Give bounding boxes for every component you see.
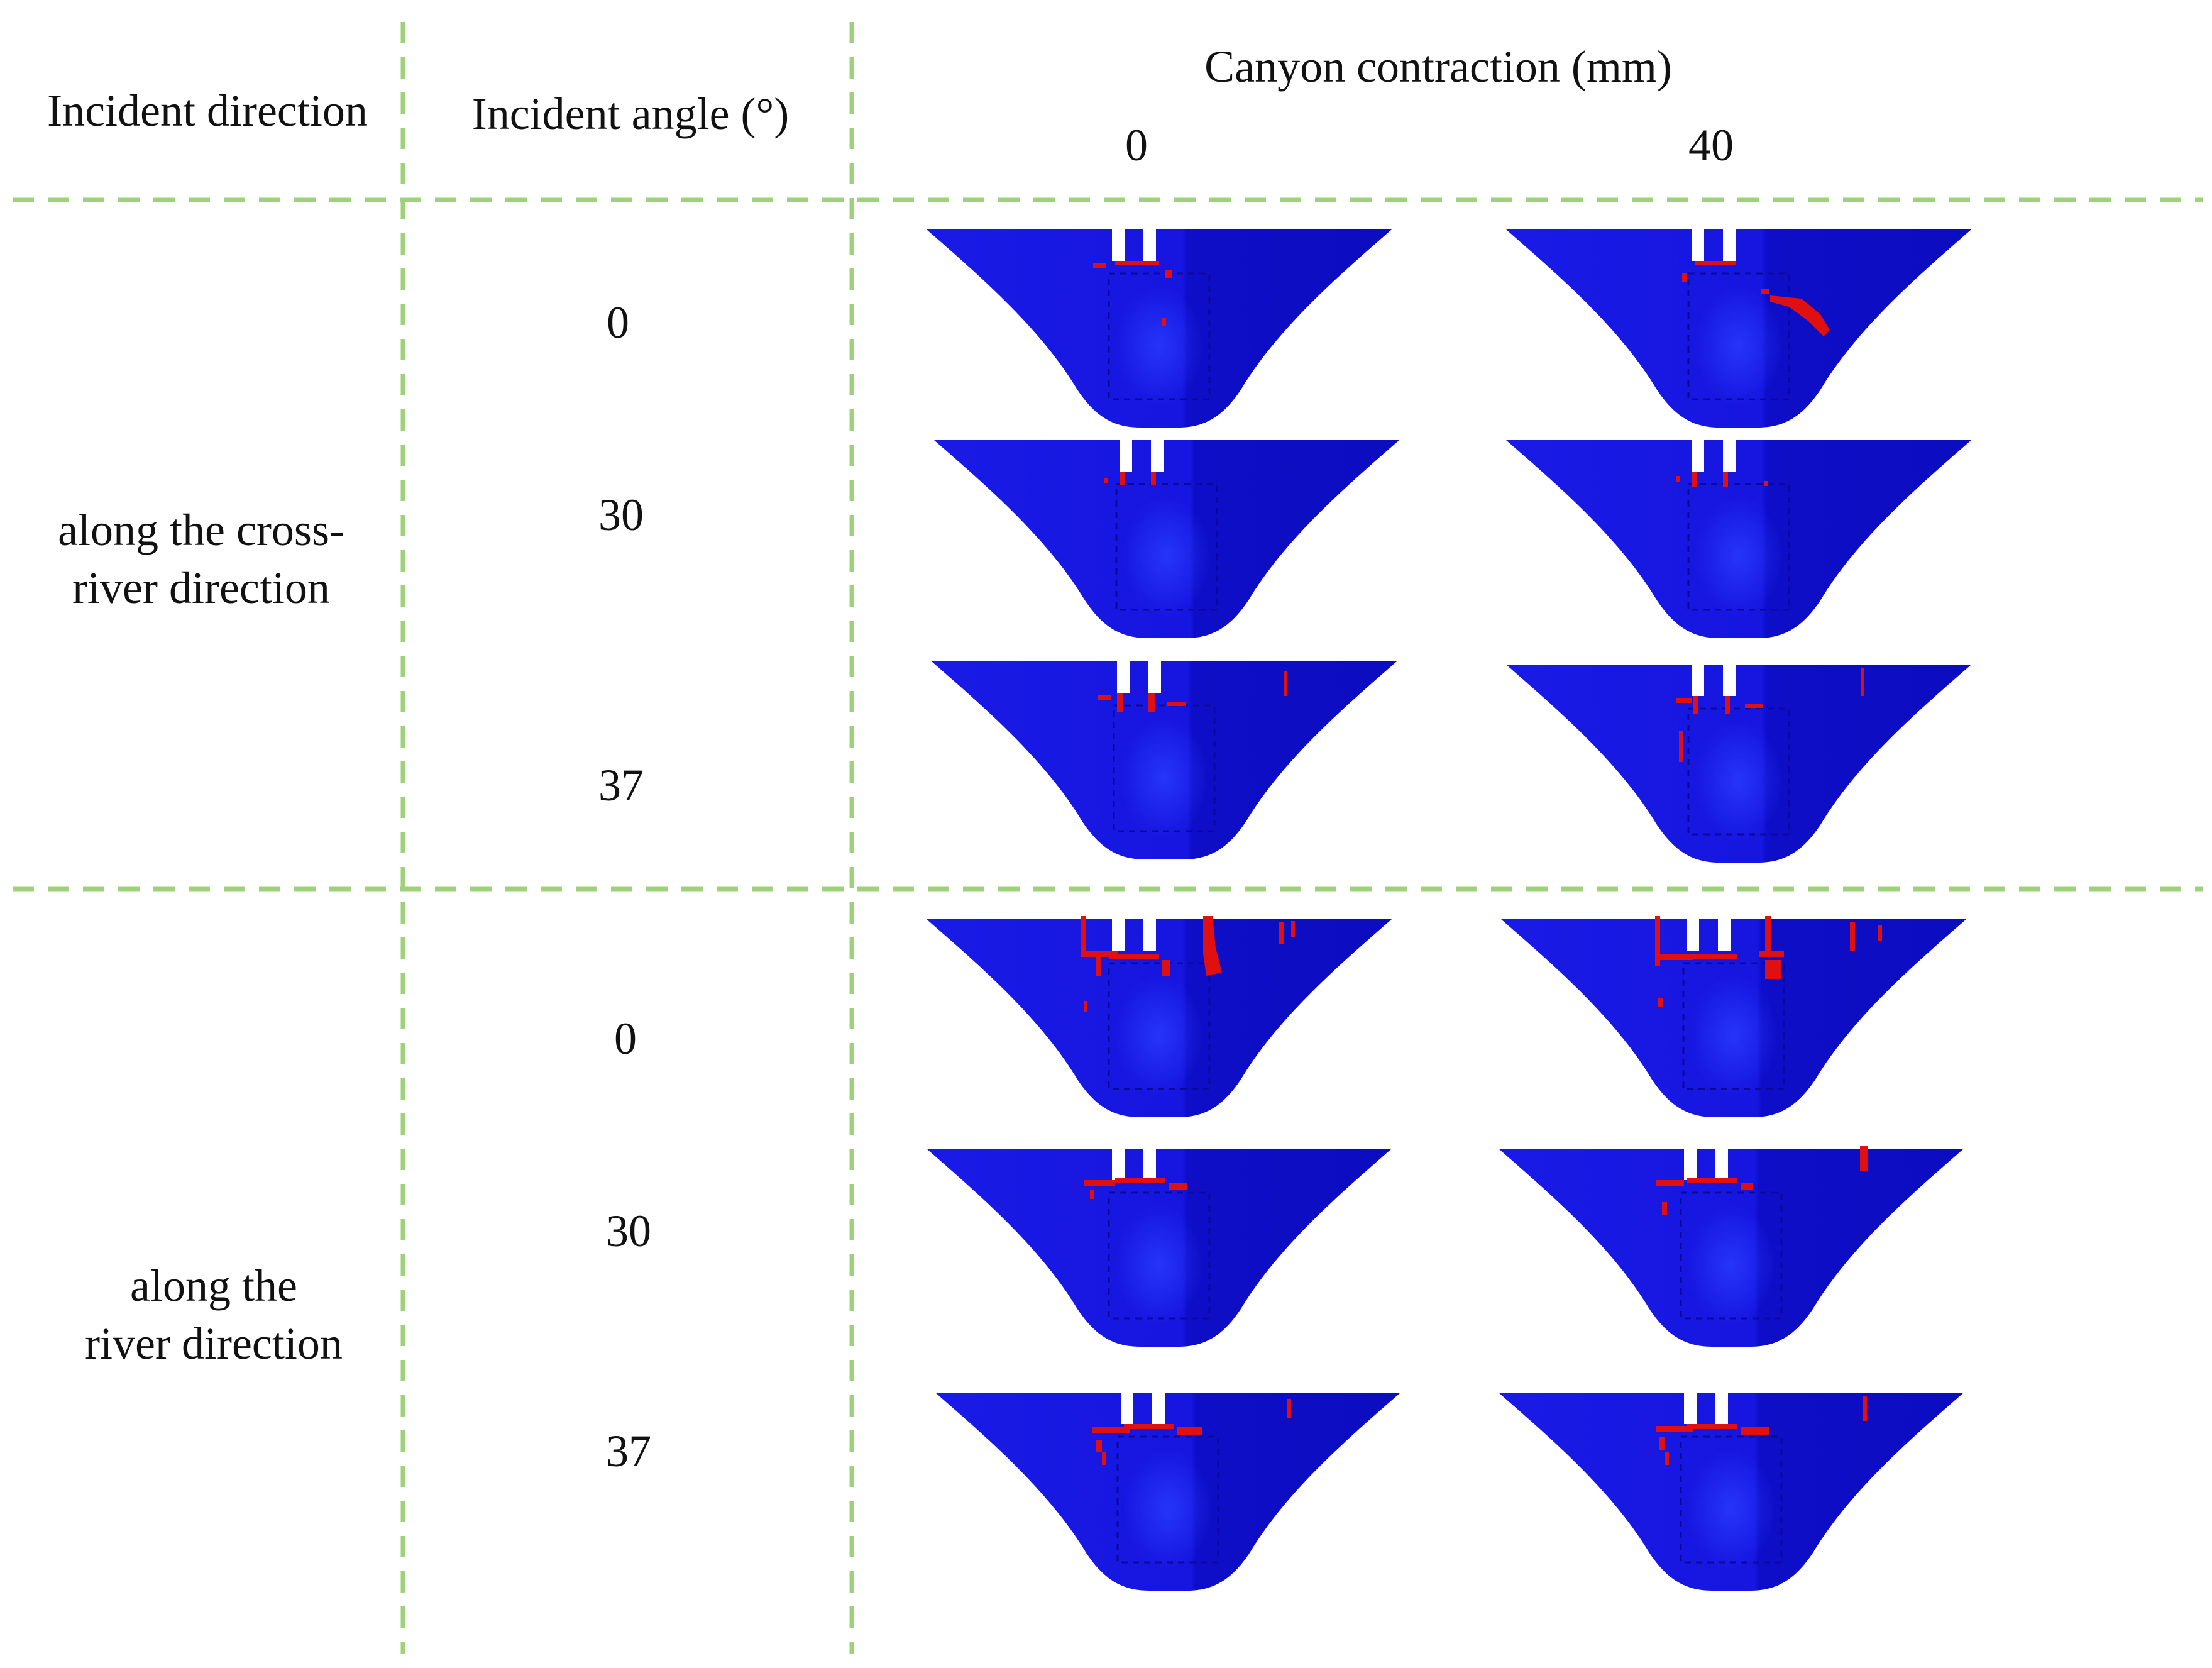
header-contraction-40: 40 (1688, 120, 1734, 170)
dam-panel-g1-a37-c40 (1506, 661, 1973, 864)
group-1-angle-0: 0 (607, 297, 629, 348)
damage-zone (1676, 668, 1864, 762)
damage-zone (1092, 1399, 1291, 1465)
damage-zone (1682, 261, 1830, 336)
header-incident-angle: Incident angle (°) (471, 89, 790, 139)
damage-zone (1081, 916, 1295, 1012)
dam-panel-g2-a37-c0 (935, 1389, 1402, 1592)
damage-zone (1655, 916, 1882, 1007)
group-1-direction-line-1: along the cross- (58, 505, 344, 555)
dam-panel-g2-a30-c40 (1499, 1146, 1965, 1348)
group-1-direction: along the cross- river direction (19, 501, 383, 617)
header-contraction-0: 0 (1125, 120, 1148, 170)
dam-panel-g1-a37-c0 (932, 658, 1398, 861)
group-2-direction-line-1: along the (130, 1261, 297, 1311)
group-1-direction-line-2: river direction (72, 563, 330, 613)
group-2-angle-30: 30 (606, 1206, 651, 1256)
header-incident-direction: Incident direction (47, 86, 368, 136)
group-2-angle-37: 37 (606, 1426, 651, 1476)
dam-panel-g2-a30-c0 (927, 1146, 1393, 1348)
group-2-direction: along the river direction (31, 1257, 396, 1373)
group-1-angle-37: 37 (598, 760, 644, 810)
damage-zone (1676, 472, 1768, 487)
damage-zone (1093, 261, 1172, 326)
dam-panel-g1-a0-c0 (927, 226, 1393, 429)
group-2-direction-line-2: river direction (85, 1318, 343, 1369)
damage-zone (1656, 1146, 1868, 1215)
group-1-angle-30: 30 (598, 490, 644, 540)
dam-panel-g1-a30-c40 (1506, 437, 1973, 639)
dam-panel-g1-a0-c40 (1506, 226, 1973, 429)
damage-zone (1084, 1178, 1187, 1199)
header-canyon-contraction: Canyon contraction (mm) (1204, 41, 1672, 92)
group-2-angle-0: 0 (614, 1014, 637, 1064)
dam-panel-g2-a37-c40 (1499, 1389, 1965, 1592)
damage-zone (1656, 1396, 1867, 1465)
dam-panel-g2-a0-c40 (1501, 916, 1967, 1118)
damage-zone (1098, 671, 1287, 712)
damage-zone (1104, 472, 1156, 485)
dam-panel-g1-a30-c0 (934, 437, 1400, 639)
dam-panel-g2-a0-c0 (927, 916, 1393, 1118)
